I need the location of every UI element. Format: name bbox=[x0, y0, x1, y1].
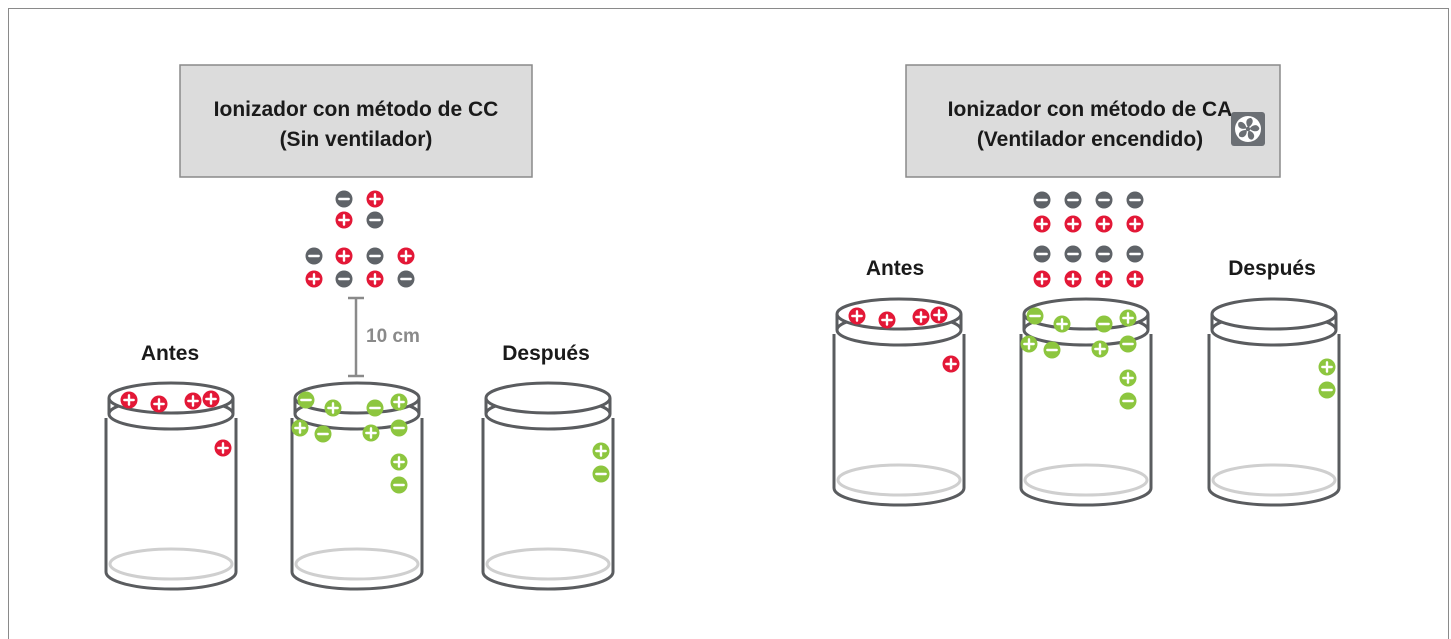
positive-ion-icon bbox=[1126, 215, 1144, 233]
negative-ion-icon bbox=[366, 211, 384, 229]
negative-ion-icon bbox=[592, 465, 610, 483]
positive-ion-icon bbox=[397, 247, 415, 265]
negative-ion-icon bbox=[1043, 341, 1061, 359]
positive-ion-icon bbox=[366, 190, 384, 208]
negative-ion-icon bbox=[1119, 335, 1137, 353]
positive-ion-icon bbox=[214, 439, 232, 457]
dc-jar-after bbox=[481, 381, 615, 591]
positive-ion-icon bbox=[1119, 369, 1137, 387]
negative-ion-icon bbox=[314, 425, 332, 443]
positive-ion-icon bbox=[366, 270, 384, 288]
dc-jars bbox=[104, 381, 615, 591]
positive-ion-icon bbox=[848, 307, 866, 325]
negative-ion-icon bbox=[1033, 191, 1051, 209]
positive-ion-icon bbox=[120, 391, 138, 409]
ac-label-after: Después bbox=[1228, 257, 1316, 280]
positive-ion-icon bbox=[362, 424, 380, 442]
dc-ionizer-box bbox=[179, 64, 533, 178]
positive-ion-icon bbox=[878, 311, 896, 329]
negative-ion-icon bbox=[366, 399, 384, 417]
positive-ion-icon bbox=[1126, 270, 1144, 288]
dc-ionizer-title: Ionizador con método de CC bbox=[214, 98, 499, 121]
negative-ion-icon bbox=[305, 247, 323, 265]
ac-jar-after bbox=[1207, 297, 1341, 507]
negative-ion-icon bbox=[1033, 245, 1051, 263]
positive-ion-icon bbox=[335, 247, 353, 265]
negative-ion-icon bbox=[1119, 392, 1137, 410]
ac-jar-during bbox=[1019, 297, 1153, 507]
dc-jar-during bbox=[290, 381, 424, 591]
negative-ion-icon bbox=[335, 270, 353, 288]
dc-jar-before bbox=[104, 381, 238, 591]
positive-ion-icon bbox=[184, 392, 202, 410]
ac-ionizer-panel: Ionizador con método de CA (Ventilador e… bbox=[832, 64, 1341, 507]
dc-ionizer-panel: Ionizador con método de CC (Sin ventilad… bbox=[104, 64, 615, 591]
negative-ion-icon bbox=[1064, 245, 1082, 263]
negative-ion-icon bbox=[366, 247, 384, 265]
negative-ion-icon bbox=[1318, 381, 1336, 399]
positive-ion-icon bbox=[1064, 270, 1082, 288]
negative-ion-icon bbox=[1095, 245, 1113, 263]
ac-jars bbox=[832, 297, 1341, 507]
negative-ion-icon bbox=[1126, 245, 1144, 263]
negative-ion-icon bbox=[397, 270, 415, 288]
ac-ionizer-title: Ionizador con método de CA bbox=[948, 98, 1233, 121]
ac-ionizer-subtitle: (Ventilador encendido) bbox=[977, 128, 1203, 151]
positive-ion-icon bbox=[942, 355, 960, 373]
negative-ion-icon bbox=[1126, 191, 1144, 209]
positive-ion-icon bbox=[1033, 270, 1051, 288]
positive-ion-icon bbox=[1095, 215, 1113, 233]
positive-ion-icon bbox=[1119, 309, 1137, 327]
dc-ion-cloud bbox=[305, 190, 415, 288]
negative-ion-icon bbox=[335, 190, 353, 208]
positive-ion-icon bbox=[335, 211, 353, 229]
positive-ion-icon bbox=[930, 306, 948, 324]
positive-ion-icon bbox=[1033, 215, 1051, 233]
positive-ion-icon bbox=[291, 419, 309, 437]
negative-ion-icon bbox=[390, 419, 408, 437]
positive-ion-icon bbox=[1091, 340, 1109, 358]
dc-label-before: Antes bbox=[141, 342, 199, 365]
positive-ion-icon bbox=[305, 270, 323, 288]
dc-label-after: Después bbox=[502, 342, 590, 365]
distance-marker: 10 cm bbox=[348, 296, 420, 378]
positive-ion-icon bbox=[390, 453, 408, 471]
positive-ion-icon bbox=[390, 393, 408, 411]
negative-ion-icon bbox=[1095, 191, 1113, 209]
positive-ion-icon bbox=[912, 308, 930, 326]
positive-ion-icon bbox=[324, 399, 342, 417]
diagram-frame bbox=[8, 8, 1449, 639]
positive-ion-icon bbox=[1318, 358, 1336, 376]
negative-ion-icon bbox=[297, 391, 315, 409]
ac-jar-before bbox=[832, 297, 966, 507]
distance-label: 10 cm bbox=[366, 326, 420, 347]
negative-ion-icon bbox=[1095, 315, 1113, 333]
positive-ion-icon bbox=[592, 442, 610, 460]
ac-label-before: Antes bbox=[866, 257, 924, 280]
negative-ion-icon bbox=[390, 476, 408, 494]
ac-ionizer-box bbox=[905, 64, 1281, 178]
negative-ion-icon bbox=[1026, 307, 1044, 325]
positive-ion-icon bbox=[1064, 215, 1082, 233]
positive-ion-icon bbox=[1020, 335, 1038, 353]
positive-ion-icon bbox=[1095, 270, 1113, 288]
positive-ion-icon bbox=[150, 395, 168, 413]
fan-icon bbox=[1231, 112, 1265, 146]
positive-ion-icon bbox=[1053, 315, 1071, 333]
dc-ionizer-subtitle: (Sin ventilador) bbox=[280, 128, 433, 151]
positive-ion-icon bbox=[202, 390, 220, 408]
ac-ion-cloud bbox=[1033, 191, 1144, 288]
negative-ion-icon bbox=[1064, 191, 1082, 209]
